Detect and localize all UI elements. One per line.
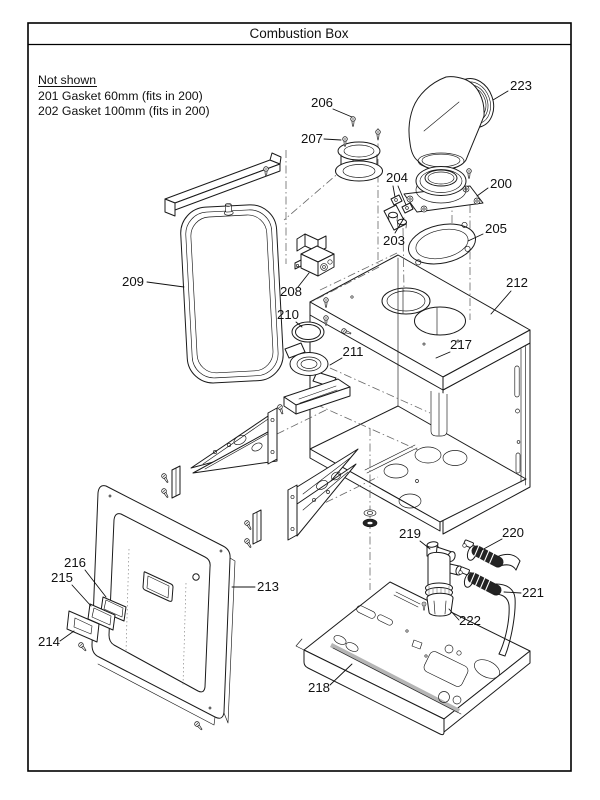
part-219-condensate-trap [425, 541, 463, 598]
part-label-218: 218 [308, 680, 330, 695]
note-heading: Not shown [38, 73, 96, 87]
adapter-ring-assembly [335, 116, 383, 182]
bracket-upper [160, 407, 278, 499]
drain-washers [362, 509, 378, 528]
note-line-201: 201 Gasket 60mm (fits in 200) [38, 89, 203, 103]
part-label-200: 200 [490, 176, 512, 191]
mounting-rail [164, 152, 282, 217]
part-label-210: 210 [277, 307, 299, 322]
part-label-205: 205 [485, 221, 507, 236]
part-label-208: 208 [280, 284, 302, 299]
part-208-spark-unit [294, 233, 335, 277]
part-label-216: 216 [64, 555, 86, 570]
part-label-223: 223 [510, 78, 532, 93]
part-210-oring [291, 321, 325, 343]
part-label-215: 215 [51, 570, 73, 585]
part-label-204: 204 [386, 170, 408, 185]
part-label-222: 222 [459, 613, 481, 628]
part-221-hose [458, 566, 516, 657]
part-223-flue-elbow [408, 76, 495, 171]
part-204-clips [390, 194, 414, 214]
part-label-211: 211 [342, 344, 363, 359]
part-215-glass-gasket [87, 603, 116, 631]
support-bar [276, 378, 351, 415]
part-212-combustion-box [309, 254, 531, 535]
part-label-221: 221 [522, 585, 544, 600]
part-label-206: 206 [311, 95, 333, 110]
part-label-217: 217 [450, 337, 472, 352]
part-label-203: 203 [383, 233, 405, 248]
page-frame [27, 22, 572, 772]
part-label-212: 212 [506, 275, 528, 290]
callout-labels: 206 223 207 204 200 203 205 209 208 212 … [38, 78, 544, 695]
part-label-209: 209 [122, 274, 144, 289]
part-label-219: 219 [399, 526, 421, 541]
part-209-expansion-vessel [180, 203, 284, 384]
part-label-220: 220 [502, 525, 524, 540]
part-205-gasket [408, 221, 476, 266]
part-218-bottom-tray [295, 581, 531, 736]
part-220-hose [462, 539, 521, 571]
part-label-214: 214 [38, 634, 60, 649]
note-line-202: 202 Gasket 100mm (fits in 200) [38, 104, 210, 118]
part-200-flue-adapter [383, 166, 484, 231]
part-222-trap-cup [421, 592, 454, 617]
page-title: Combustion Box [249, 26, 348, 41]
not-shown-note: Not shown 201 Gasket 60mm (fits in 200) … [38, 73, 210, 118]
part-label-213: 213 [257, 579, 279, 594]
part-214-glass-frame [66, 610, 100, 653]
bracket-lower [243, 448, 359, 549]
part-label-207: 207 [301, 131, 323, 146]
part-213-door-panel [91, 485, 236, 732]
part-216-sight-glass [100, 596, 127, 622]
